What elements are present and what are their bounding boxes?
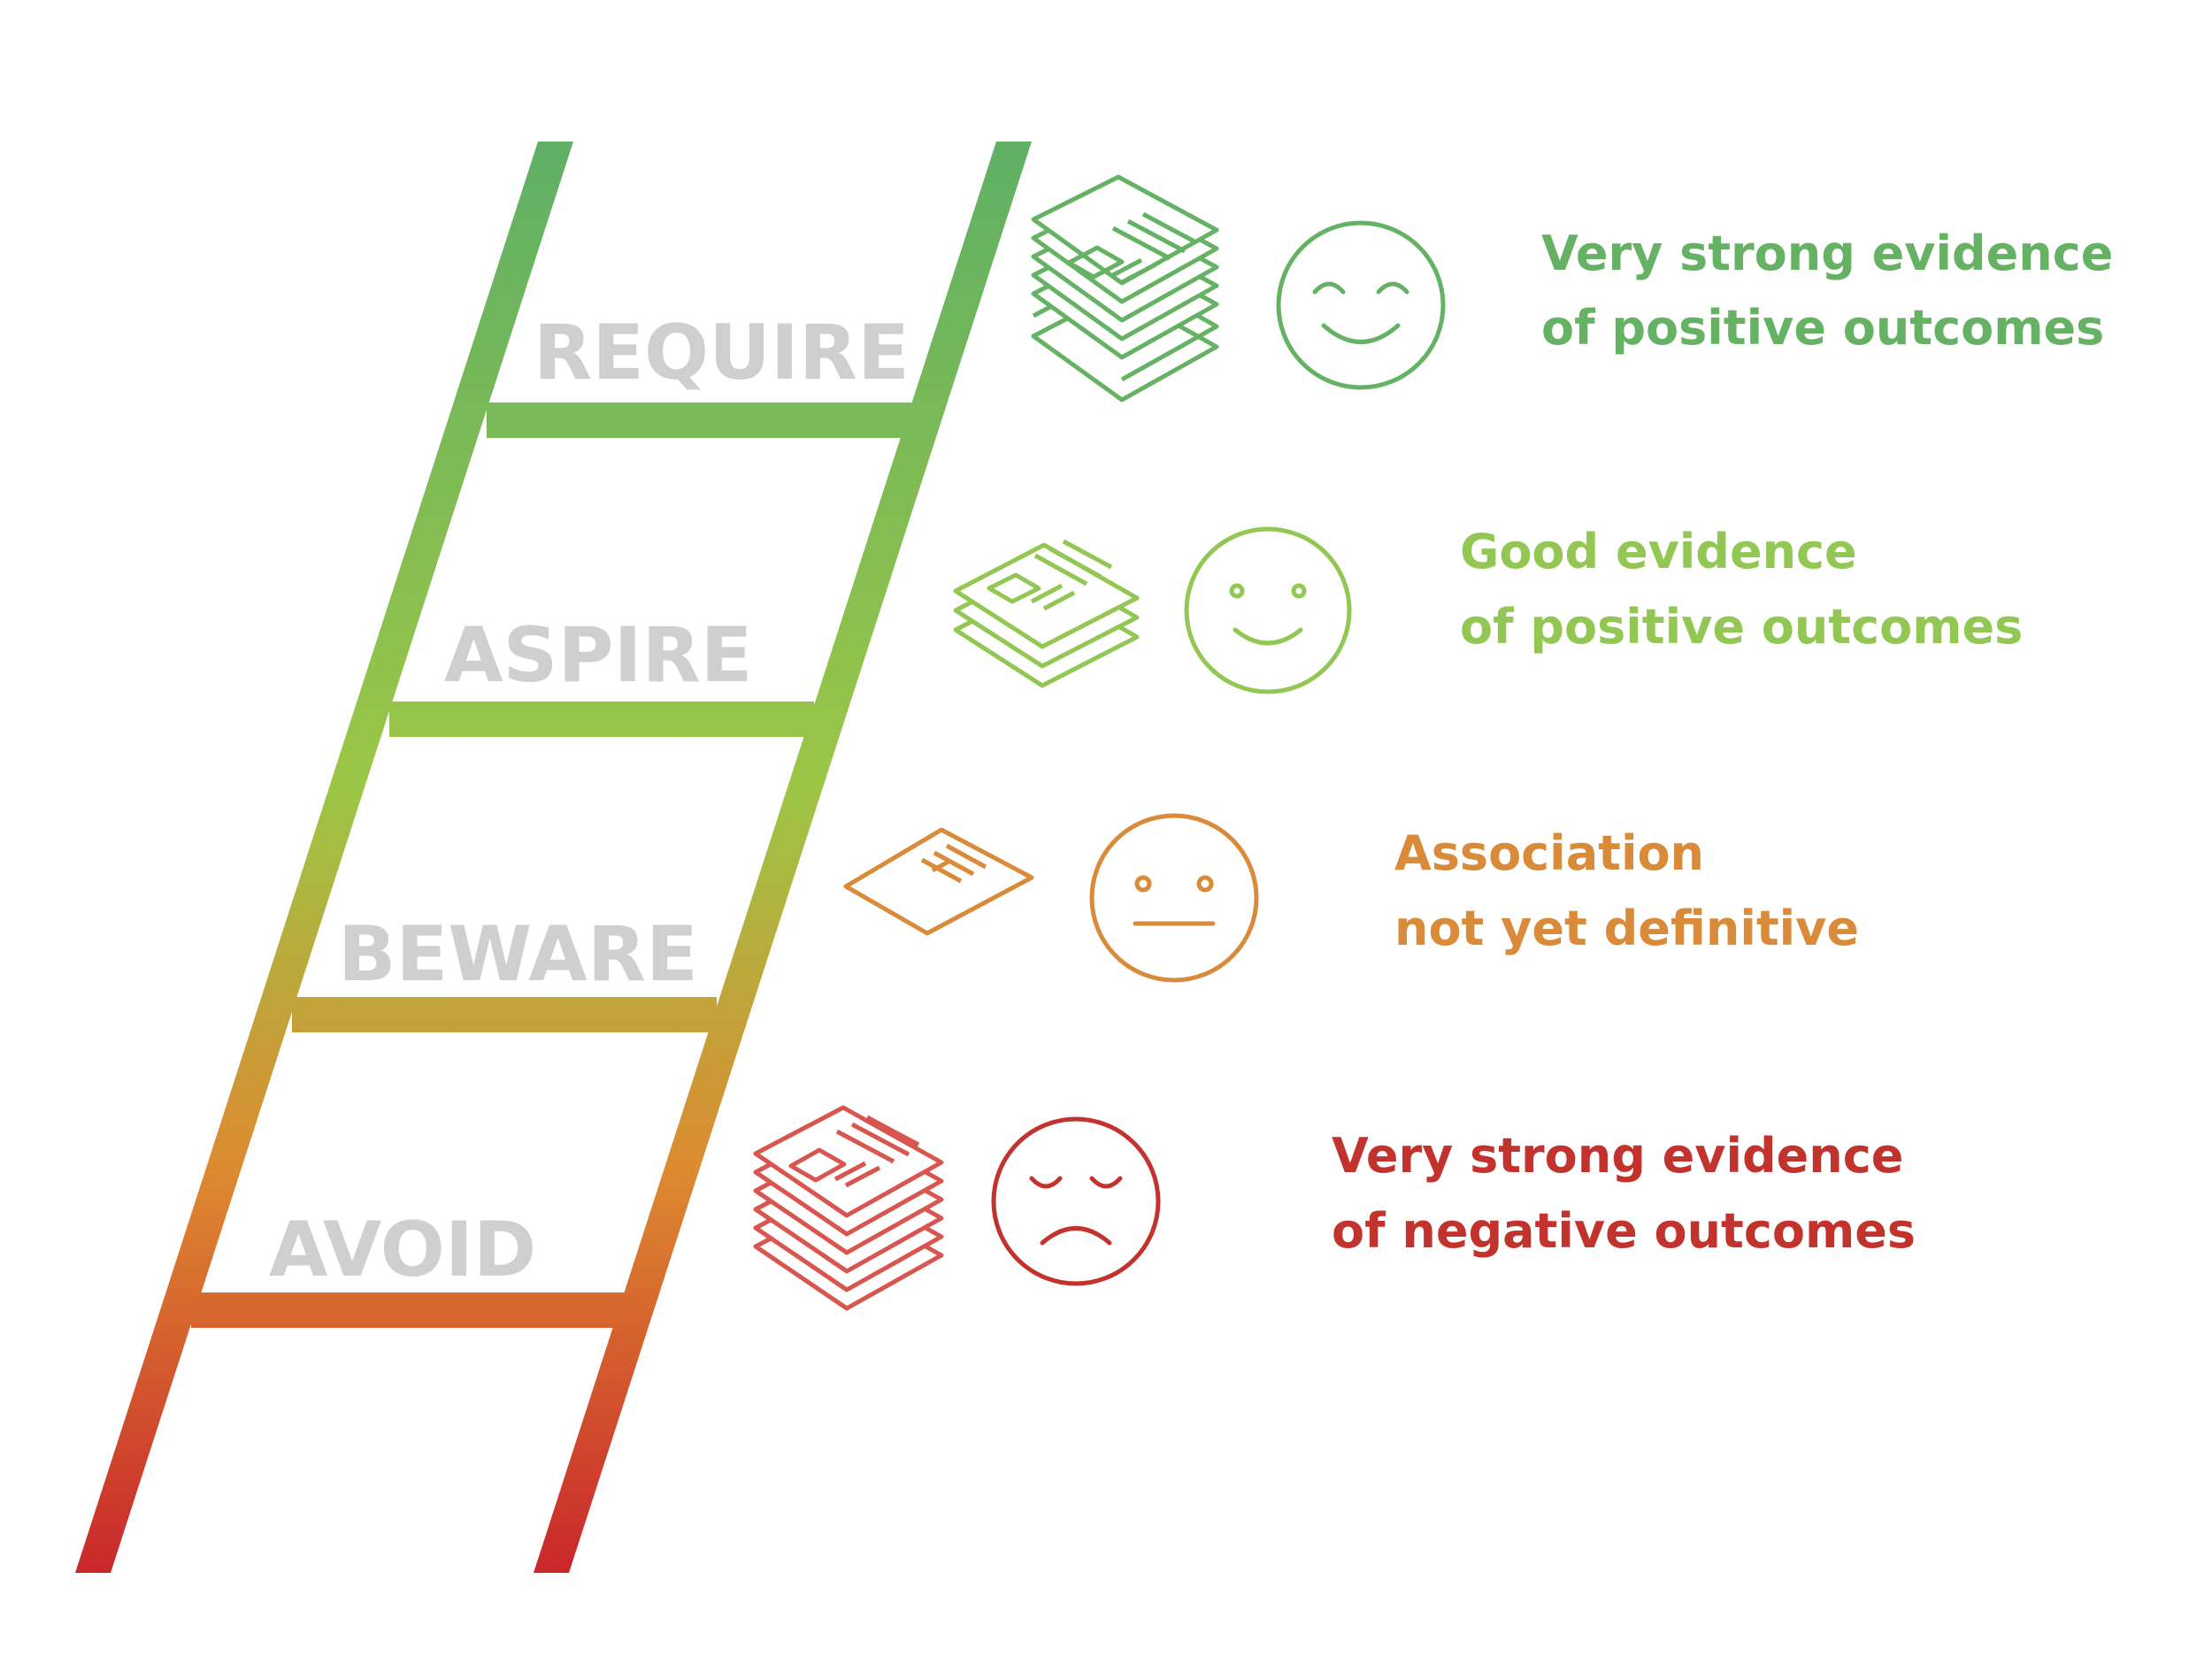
slight-smile-face-icon bbox=[1184, 526, 1352, 694]
single-paper-icon bbox=[843, 827, 1034, 936]
ladder-rung-2 bbox=[389, 702, 814, 737]
smiling-face-icon bbox=[1276, 220, 1446, 390]
sad-face-icon bbox=[991, 1116, 1161, 1286]
description-require-line-1: Very strong evidence bbox=[1541, 226, 2113, 281]
ladder-right-rail bbox=[534, 142, 1032, 1573]
description-aspire-line-1: Good evidence bbox=[1460, 524, 1857, 579]
ladder-left-rail bbox=[75, 142, 573, 1573]
rung-label-aspire: ASPIRE bbox=[444, 611, 753, 700]
ladder-rung-4 bbox=[191, 1292, 625, 1328]
description-beware-line-2: not yet definitive bbox=[1394, 901, 1859, 956]
description-require-line-2: of positive outcomes bbox=[1541, 300, 2104, 356]
ladder bbox=[75, 142, 1032, 1573]
paper-stack-icon bbox=[953, 539, 1140, 688]
description-beware-line-1: Association bbox=[1394, 825, 1704, 881]
neutral-face-icon bbox=[1089, 813, 1259, 983]
description-avoid-line-1: Very strong evidence bbox=[1332, 1128, 1903, 1184]
description-aspire-line-2: of positive outcomes bbox=[1460, 599, 2023, 655]
paper-stack-icon bbox=[753, 1105, 944, 1311]
ladder-rung-3 bbox=[292, 997, 717, 1032]
paper-stack-icon bbox=[1031, 174, 1219, 403]
description-avoid-line-2: of negative outcomes bbox=[1332, 1203, 1916, 1259]
rung-label-require: REQUIRE bbox=[534, 309, 910, 397]
rung-label-beware: BEWARE bbox=[338, 910, 698, 999]
ladder-rung-1 bbox=[487, 403, 911, 438]
rung-label-avoid: AVOID bbox=[269, 1206, 536, 1294]
